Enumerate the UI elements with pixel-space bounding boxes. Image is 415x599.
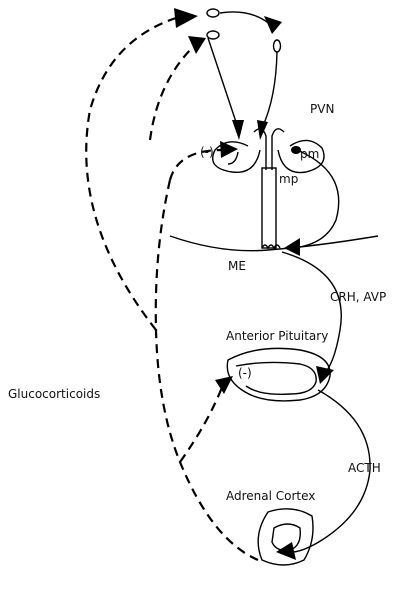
label-minus-pituitary: (-)	[238, 366, 252, 380]
feedback-to-pvn	[170, 150, 222, 180]
feedback-pvn-arrowhead	[220, 141, 238, 158]
feedback-to-pituitary	[180, 382, 224, 462]
projection-left	[208, 38, 238, 128]
label-adrenal-cortex: Adrenal Cortex	[226, 489, 315, 503]
projection-left-arrowhead	[232, 120, 244, 140]
crh-avp-arrowhead	[316, 366, 334, 384]
upper-connector-arrowhead	[264, 16, 282, 34]
upper-nucleus-1	[207, 9, 219, 17]
label-mp: mp	[279, 172, 298, 186]
feedback-to-upper-brain	[86, 18, 176, 330]
label-minus-top: (-)	[200, 145, 214, 159]
label-me: ME	[228, 259, 246, 273]
third-ventricle-right	[272, 129, 284, 170]
upper-nucleus-2	[207, 31, 219, 39]
feedback-to-upper-brain-2	[150, 44, 196, 140]
label-anterior-pituitary: Anterior Pituitary	[226, 329, 328, 343]
label-pm: pm	[300, 147, 319, 161]
label-crh-avp: CRH, AVP	[330, 290, 386, 304]
label-acth: ACTH	[348, 461, 381, 475]
pvn-to-me-path	[292, 148, 339, 248]
upper-nucleus-3	[274, 40, 281, 52]
label-pvn: PVN	[310, 102, 334, 116]
inner-left-lobe	[228, 152, 238, 164]
label-glucocorticoids: Glucocorticoids	[8, 387, 100, 401]
adrenal-cortex-outer	[258, 509, 313, 565]
projection-right	[262, 52, 277, 128]
crh-avp-path	[282, 252, 341, 376]
upper-connector	[220, 12, 272, 26]
feedback-upper-arrowhead-2	[188, 36, 206, 54]
feedback-upper-arrowhead-1	[174, 8, 198, 28]
feedback-pituitary-arrowhead	[215, 376, 233, 394]
infundibular-stalk	[262, 168, 276, 248]
